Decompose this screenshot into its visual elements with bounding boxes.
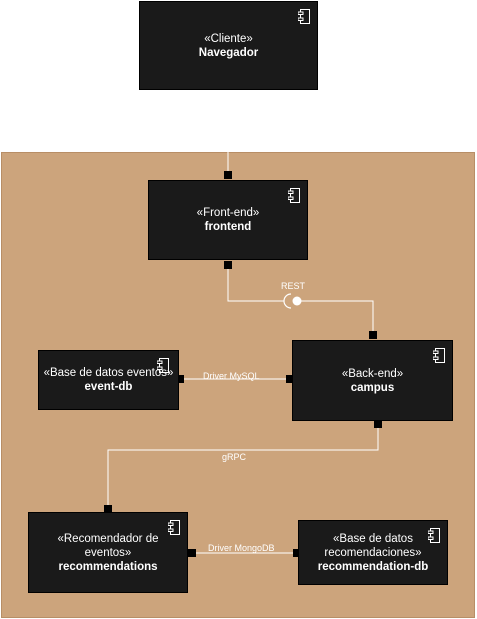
port-frontend-top [224,171,232,179]
component-icon [428,528,440,543]
component-name: event-db [84,381,133,393]
component-name: frontend [204,221,252,233]
component-stereotype-line-1: «Recomendador de [57,532,159,545]
rest-label: REST [281,281,306,291]
component-name: recommendation-db [317,560,429,573]
port-frontend-bottom [224,261,232,269]
component-icon [298,9,310,24]
component-cliente[interactable]: «Cliente» Navegador [139,1,318,90]
port-eventdb-right [176,375,184,383]
port-recomdb-left [293,549,301,557]
component-stereotype-line-2: recomendaciones» [324,546,422,559]
component-name: campus [350,381,395,394]
component-stereotype: «Back-end» [341,367,404,380]
grpc-label: gRPC [222,452,247,462]
component-recommendations[interactable]: «Recomendador de eventos» recommendation… [28,512,188,593]
port-backend-top [369,331,377,339]
mysql-label: Driver MySQL [203,371,260,381]
port-recom-right [188,549,196,557]
component-icon [168,520,180,535]
component-icon [433,348,445,363]
component-stereotype: «Base de datos eventos» [43,367,174,379]
component-recommendationdb[interactable]: «Base de datos recomendaciones» recommen… [298,520,448,585]
component-icon [288,188,300,203]
component-name: Navegador [198,46,259,59]
component-stereotype-line-2: eventos» [84,546,132,559]
component-icon [157,358,169,373]
port-backend-left [286,375,294,383]
component-frontend[interactable]: «Front-end» frontend [148,180,308,260]
component-backend[interactable]: «Back-end» campus [292,340,453,421]
mongodb-label: Driver MongoDB [208,543,275,553]
component-name: recommendations [58,560,158,573]
component-stereotype-line-1: «Base de datos [333,532,413,545]
component-stereotype: «Front-end» [196,207,260,219]
component-stereotype: «Cliente» [204,32,253,45]
component-eventdb[interactable]: «Base de datos eventos» event-db [38,350,179,410]
port-recom-top [104,505,112,513]
port-backend-bottom [374,420,382,428]
